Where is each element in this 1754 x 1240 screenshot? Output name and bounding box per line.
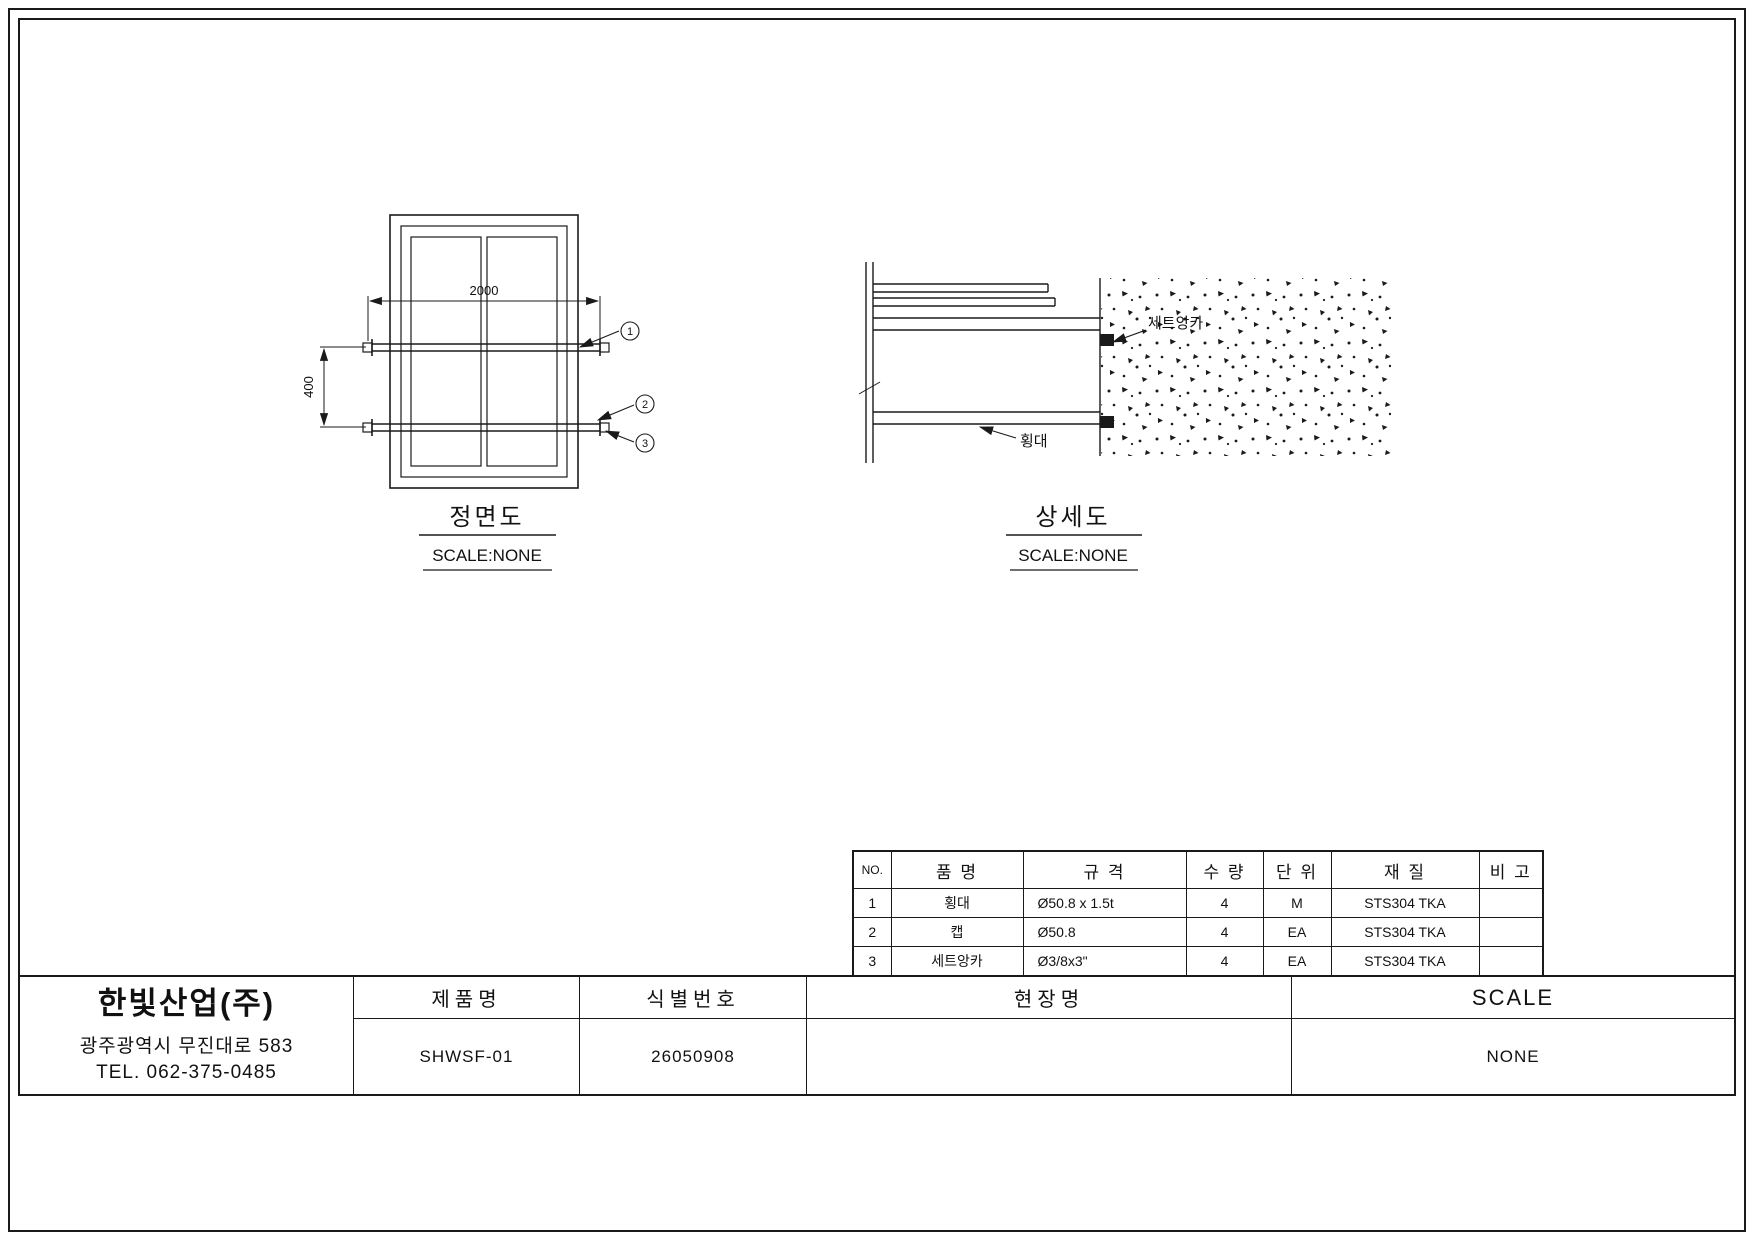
- horizontal-bar-1: [362, 339, 610, 356]
- scale-label: SCALE: [1292, 977, 1734, 1019]
- front-view-title: 정면도: [449, 504, 524, 531]
- col-header-qty: 수 량: [1185, 850, 1264, 889]
- callout-3-number: 3: [642, 438, 648, 450]
- product-column: 제품명 SHWSF-01: [354, 977, 580, 1094]
- cell-unit: EA: [1262, 917, 1332, 947]
- cell-name: 횡대: [890, 888, 1024, 918]
- col-header-remark: 비 고: [1478, 850, 1544, 889]
- company-block: 한빛산업(주) 광주광역시 무진대로 583 TEL. 062-375-0485: [20, 977, 354, 1094]
- id-value: 26050908: [651, 1046, 735, 1066]
- table-row: 2 캡 Ø50.8 4 EA STS304 TKA: [852, 917, 1544, 947]
- scale-value: NONE: [1486, 1046, 1540, 1066]
- site-label: 현장명: [807, 977, 1291, 1019]
- anchor-label: 세트앙카: [1148, 315, 1203, 332]
- company-address: 광주광역시 무진대로 583: [79, 1035, 294, 1057]
- cell-spec: Ø3/8x3": [1022, 946, 1187, 977]
- site-column: 현장명: [807, 977, 1292, 1094]
- col-header-name: 품 명: [890, 850, 1024, 889]
- concrete-hatch: [1101, 278, 1391, 456]
- cell-spec: Ø50.8 x 1.5t: [1022, 888, 1187, 918]
- table-row: 3 세트앙카 Ø3/8x3" 4 EA STS304 TKA: [852, 946, 1544, 977]
- detail-view-title: 상세도: [1035, 504, 1110, 531]
- cell-no: 2: [852, 917, 892, 947]
- bar-label: 횡대: [1020, 433, 1048, 450]
- title-block: 한빛산업(주) 광주광역시 무진대로 583 TEL. 062-375-0485…: [18, 975, 1736, 1096]
- col-header-no: NO.: [852, 850, 892, 889]
- callout-2-number: 2: [642, 399, 648, 411]
- site-value: [807, 1019, 1291, 1094]
- cell-name: 캡: [890, 917, 1024, 947]
- front-view-drawing: [362, 214, 610, 489]
- cell-material: STS304 TKA: [1330, 888, 1480, 918]
- detail-view-scale: SCALE:NONE: [1018, 546, 1128, 565]
- cell-unit: EA: [1262, 946, 1332, 977]
- cell-unit: M: [1262, 888, 1332, 918]
- table-row: 1 횡대 Ø50.8 x 1.5t 4 M STS304 TKA: [852, 888, 1544, 918]
- cell-no: 3: [852, 946, 892, 977]
- detail-view-drawing: [858, 262, 1391, 463]
- cell-no: 1: [852, 888, 892, 918]
- scale-column: SCALE NONE: [1292, 977, 1734, 1094]
- company-tel: TEL. 062-375-0485: [96, 1061, 277, 1083]
- company-name: 한빛산업(주): [97, 986, 276, 1022]
- id-label: 식별번호: [580, 977, 806, 1019]
- col-header-unit: 단 위: [1262, 850, 1332, 889]
- sheet-outer-border: [8, 8, 1746, 1232]
- col-header-material: 재 질: [1330, 850, 1480, 889]
- cell-qty: 4: [1185, 917, 1264, 947]
- cell-qty: 4: [1185, 888, 1264, 918]
- callout-1-balloon: [620, 321, 640, 341]
- cell-remark: [1478, 946, 1544, 977]
- dimension-width-label: 2000: [470, 283, 499, 298]
- cell-material: STS304 TKA: [1330, 946, 1480, 977]
- cell-spec: Ø50.8: [1022, 917, 1187, 947]
- parts-table: NO. 품 명 규 격 수 량 단 위 재 질 비 고 1 횡대 Ø50.8 x…: [852, 850, 1544, 977]
- cell-qty: 4: [1185, 946, 1264, 977]
- front-view-dimensions: [319, 296, 601, 428]
- cell-remark: [1478, 917, 1544, 947]
- detail-view-leaders: [978, 329, 1147, 439]
- parts-table-container: NO. 품 명 규 격 수 량 단 위 재 질 비 고 1 횡대 Ø50.8 x…: [852, 850, 1544, 977]
- cell-name: 세트앙카: [890, 946, 1024, 977]
- callout-2-balloon: [635, 394, 655, 414]
- dimension-height-label: 400: [301, 376, 316, 398]
- product-value: SHWSF-01: [419, 1046, 514, 1066]
- col-header-spec: 규 격: [1022, 850, 1187, 889]
- parts-table-header-row: NO. 품 명 규 격 수 량 단 위 재 질 비 고: [852, 850, 1544, 889]
- front-view-callouts: [578, 321, 655, 453]
- callout-1-number: 1: [627, 326, 633, 338]
- callout-3-balloon: [635, 433, 655, 453]
- id-column: 식별번호 26050908: [580, 977, 807, 1094]
- cell-material: STS304 TKA: [1330, 917, 1480, 947]
- horizontal-bar-2: [362, 419, 610, 436]
- front-view-scale: SCALE:NONE: [432, 546, 542, 565]
- product-label: 제품명: [354, 977, 579, 1019]
- cell-remark: [1478, 888, 1544, 918]
